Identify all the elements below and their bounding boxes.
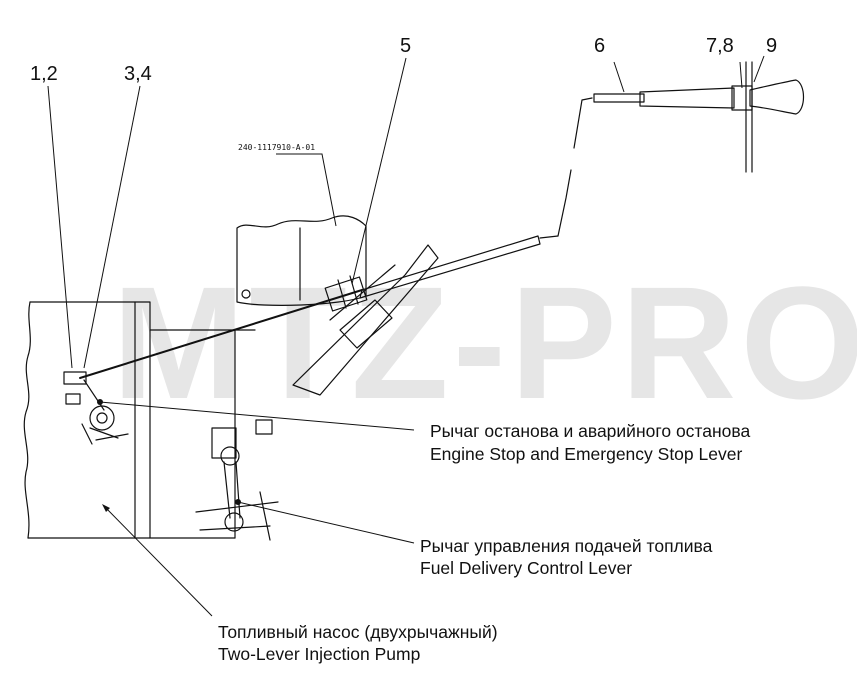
- stop-lever-label-ru: Рычаг останова и аварийного останова: [430, 421, 751, 441]
- leader-lines: [47, 55, 765, 617]
- fuel-lever-label-ru: Рычаг управления подачей топлива: [420, 536, 713, 556]
- callout-9: 9: [766, 35, 777, 57]
- cable-clamp-fitting: [324, 275, 368, 312]
- part-number: 240-1117910-А-01: [238, 143, 315, 152]
- control-cable: [79, 97, 593, 379]
- leader-dots: [97, 399, 241, 512]
- callout-7-8: 7,8: [706, 35, 734, 57]
- fuel-lever-mechanism: [195, 419, 279, 541]
- watermark: MTZ-PRO: [112, 253, 857, 432]
- callout-5: 5: [400, 35, 411, 57]
- stop-handle-assembly: [593, 61, 805, 173]
- callout-3-4: 3,4: [124, 63, 152, 85]
- pump-label-ru: Топливный насос (двухрычажный): [218, 622, 498, 642]
- stop-cylinder-housing: [236, 215, 367, 306]
- injection-pump-body: [23, 301, 256, 539]
- stop-lever-label-en: Engine Stop and Emergency Stop Lever: [430, 444, 743, 464]
- callout-6: 6: [594, 35, 605, 57]
- mounting-bracket: [292, 244, 439, 396]
- fuel-lever-label-en: Fuel Delivery Control Lever: [420, 558, 633, 578]
- pump-label-en: Two-Lever Injection Pump: [218, 644, 421, 664]
- stop-lever-mechanism: [63, 371, 129, 445]
- callout-1-2: 1,2: [30, 63, 58, 85]
